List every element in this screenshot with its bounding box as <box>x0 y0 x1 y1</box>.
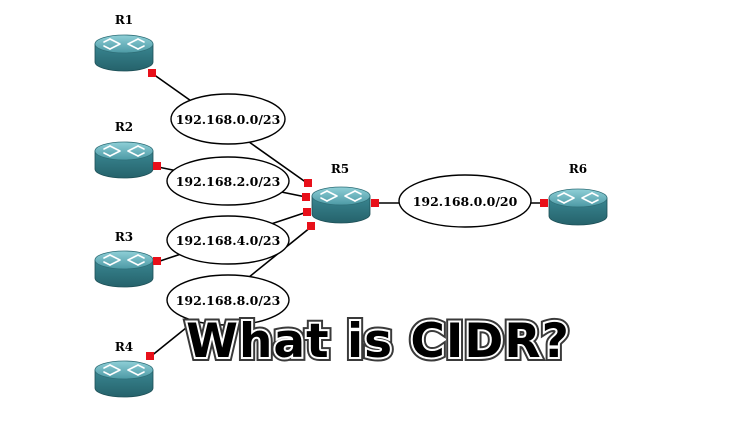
router-label-r3: R3 <box>115 230 133 244</box>
interface-ports <box>146 69 548 360</box>
router-r1[interactable] <box>94 34 154 72</box>
title-glow: What is CIDR? <box>186 314 570 369</box>
port-r5-e <box>371 199 379 207</box>
port-r5-a <box>304 179 312 187</box>
port-r1 <box>148 69 156 77</box>
network-label: 192.168.2.0/23 <box>176 174 281 189</box>
network-n5: 192.168.0.0/20 <box>398 174 532 228</box>
network-n1: 192.168.0.0/23 <box>170 93 286 145</box>
network-label: 192.168.0.0/23 <box>176 112 281 127</box>
port-r5-c <box>303 208 311 216</box>
router-label-r5: R5 <box>331 162 349 176</box>
router-r3[interactable] <box>94 250 154 288</box>
port-r3 <box>153 257 161 265</box>
router-label-r2: R2 <box>115 120 133 134</box>
router-r4[interactable] <box>94 360 154 398</box>
router-label-r1: R1 <box>115 13 133 27</box>
network-label: 192.168.8.0/23 <box>176 293 281 308</box>
network-n2: 192.168.2.0/23 <box>166 156 290 206</box>
network-label: 192.168.0.0/20 <box>413 194 518 209</box>
router-r6[interactable] <box>548 188 608 226</box>
port-r5-b <box>302 193 310 201</box>
port-r2 <box>153 162 161 170</box>
router-r2[interactable] <box>94 141 154 179</box>
network-n4: 192.168.8.0/23 <box>166 274 290 326</box>
port-r4 <box>146 352 154 360</box>
router-r5[interactable] <box>311 186 371 224</box>
router-label-r4: R4 <box>115 340 133 354</box>
port-r6 <box>540 199 548 207</box>
port-r5-d <box>307 222 315 230</box>
overlay-title: What is CIDR? <box>186 314 570 369</box>
router-label-r6: R6 <box>569 162 587 176</box>
network-n3: 192.168.4.0/23 <box>166 215 290 265</box>
network-label: 192.168.4.0/23 <box>176 233 281 248</box>
